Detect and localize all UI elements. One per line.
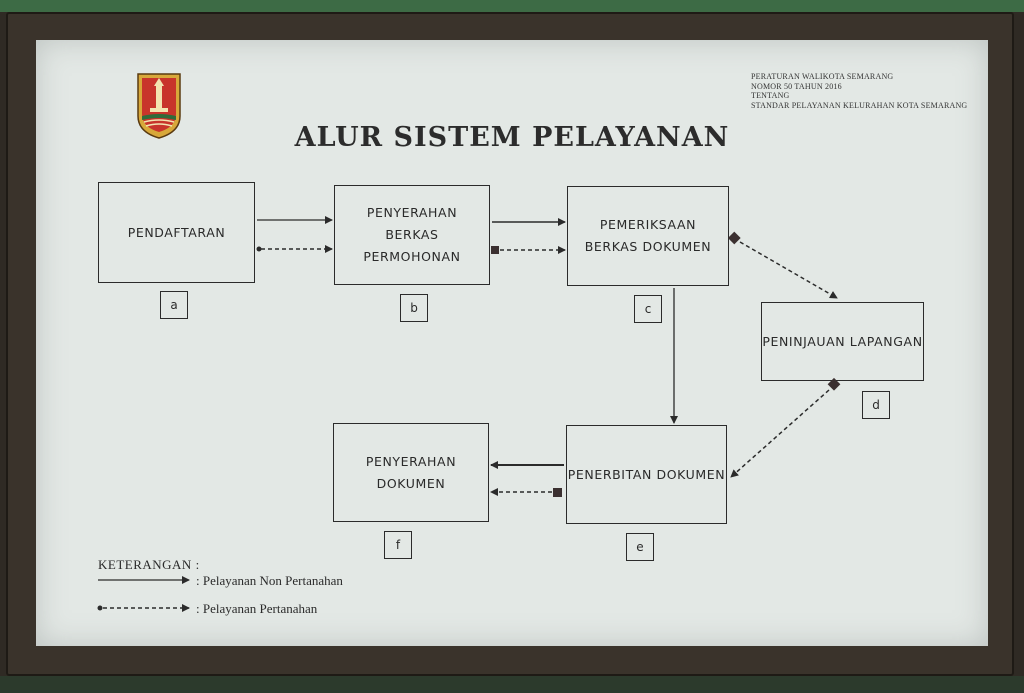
step-box-c: PEMERIKSAAN BERKAS DOKUMEN [567,186,729,286]
step-box-f: PENYERAHAN DOKUMEN [333,423,489,522]
background-top-strip [0,0,1024,12]
arrow-dashed-a-b-start [256,246,262,252]
step-box-d: PENINJAUAN LAPANGAN [761,302,924,381]
whiteboard-panel [36,40,988,646]
legend-dashed-arrow-start [97,605,103,611]
legend-dashed-label: : Pelayanan Pertanahan [196,601,318,616]
arrow-dashed-b-c-start [491,246,499,254]
regulation-line: STANDAR PELAYANAN KELURAHAN KOTA SEMARAN… [751,100,968,110]
step-label-c: PEMERIKSAAN BERKAS DOKUMEN [584,217,712,254]
step-tag-d: d [862,391,890,419]
step-label-d: PENINJAUAN LAPANGAN [762,333,923,349]
regulation-line: PERATURAN WALIKOTA SEMARANG [751,72,894,81]
step-tag-a: a [160,291,188,319]
regulation-header: PERATURAN WALIKOTA SEMARANG NOMOR 50 TAH… [751,72,967,110]
step-box-b: PENYERAHAN BERKAS PERMOHONAN [334,185,490,285]
step-label-f: PENYERAHAN DOKUMEN [365,453,457,491]
arrow-dashed-e-f-start [553,488,562,497]
background-bottom-strip [0,676,1024,693]
step-tag-c: c [634,295,662,323]
semarang-city-emblem-icon [137,73,181,139]
arrow-dashed-d-e-start [827,377,841,391]
legend-solid-label: : Pelayanan Non Pertanahan [196,573,343,588]
step-tag-f: f [384,531,412,559]
step-label-a: PENDAFTARAN [127,224,226,240]
arrow-dashed-d-e [730,389,830,478]
step-tag-e: e [626,533,654,561]
step-tag-b: b [400,294,428,322]
step-label-b: PENYERAHAN BERKAS PERMOHONAN [363,205,461,264]
regulation-line: NOMOR 50 TAHUN 2016 [751,81,842,91]
diagram-title: ALUR SISTEM PELAYANAN [294,122,730,153]
step-label-e: PENERBITAN DOKUMEN [567,466,726,482]
legend-title: KETERANGAN : [98,557,200,572]
regulation-line: TENTANG [751,91,790,100]
step-box-a: PENDAFTARAN [98,182,255,283]
arrow-dashed-c-d-start [727,231,741,245]
step-box-e: PENERBITAN DOKUMEN [566,425,727,524]
arrow-dashed-c-d [739,241,838,299]
